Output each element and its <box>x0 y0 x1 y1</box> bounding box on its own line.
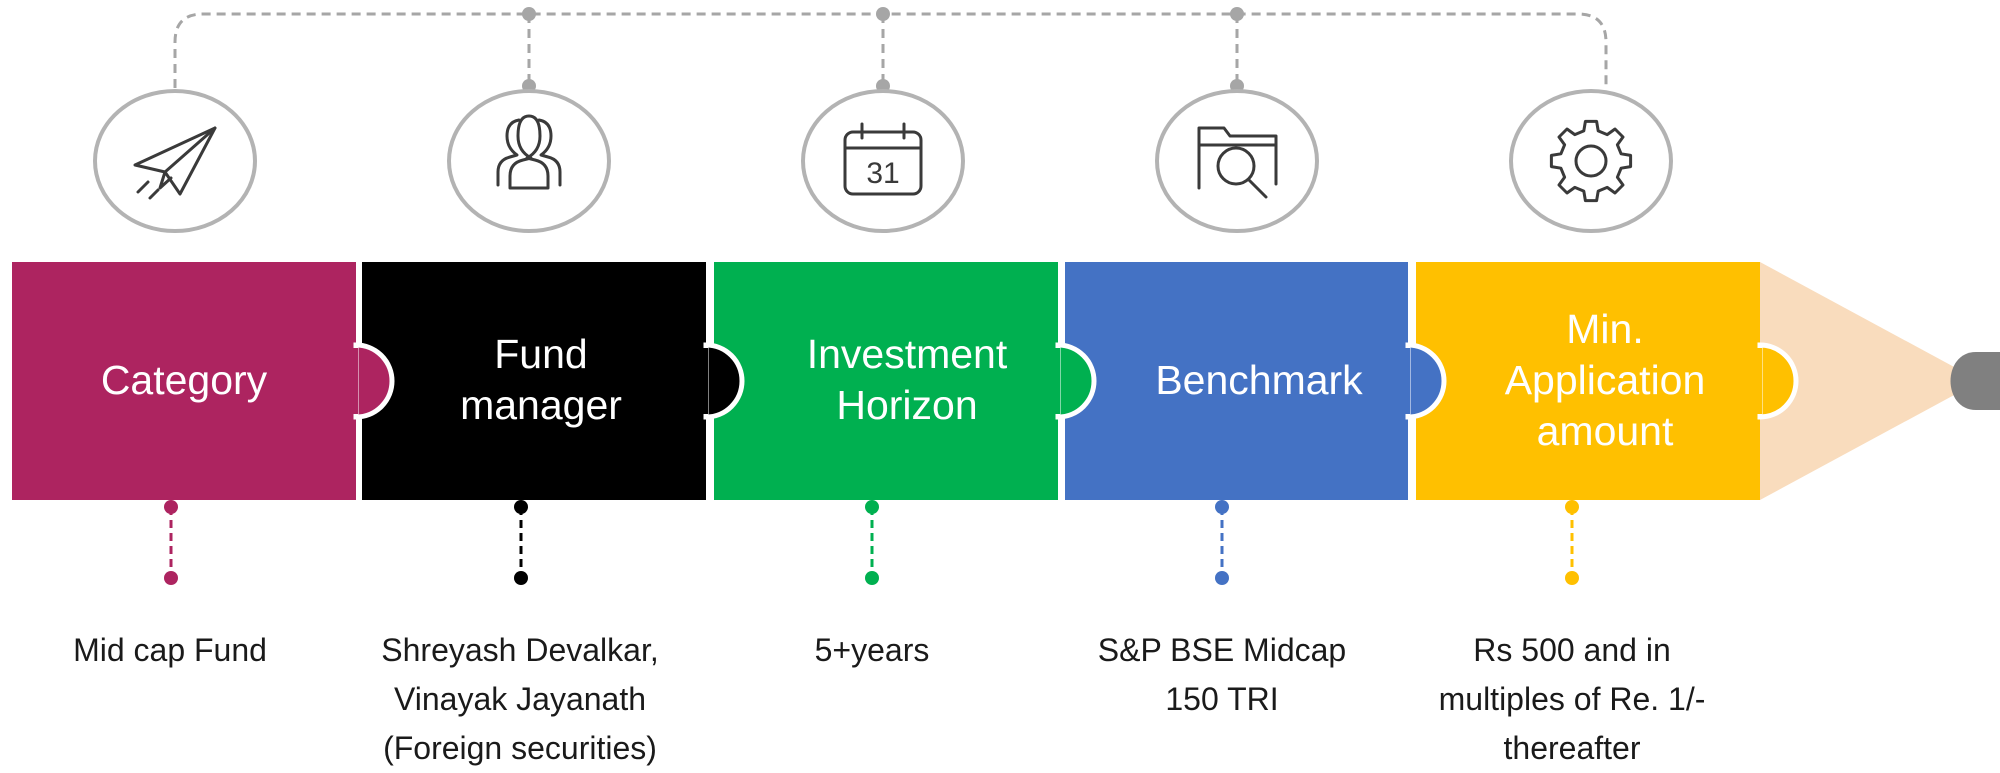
bottom-connector-top-dot-category <box>164 500 178 514</box>
calendar-day-number: 31 <box>866 157 899 190</box>
icon-circle-fund-manager <box>449 91 609 231</box>
step-label-benchmark: Benchmark <box>1098 262 1420 498</box>
pencil-lead <box>1951 352 2000 410</box>
icon-circle-category <box>95 91 255 231</box>
bottom-connector-end-dot-min-application-amount <box>1565 571 1579 585</box>
step-detail-fund-manager: Shreyash Devalkar,Vinayak Jayanath(Forei… <box>340 626 700 773</box>
top-connector-node-1 <box>522 7 536 21</box>
icon-circle-min-application-amount <box>1511 91 1671 231</box>
bottom-connector-top-dot-min-application-amount <box>1565 500 1579 514</box>
bottom-connector-end-dot-category <box>164 571 178 585</box>
top-connector-node-2 <box>876 7 890 21</box>
bottom-connector-top-dot-benchmark <box>1215 500 1229 514</box>
bottom-connector-end-dot-investment-horizon <box>865 571 879 585</box>
bottom-connector-end-dot-fund-manager <box>514 571 528 585</box>
top-connector-line <box>175 14 1606 88</box>
step-label-category: Category <box>14 262 354 498</box>
bottom-connector-top-dot-investment-horizon <box>865 500 879 514</box>
bottom-connector-top-dot-fund-manager <box>514 500 528 514</box>
step-detail-investment-horizon: 5+years <box>722 626 1022 675</box>
bottom-connector-end-dot-benchmark <box>1215 571 1229 585</box>
top-connector-node-3 <box>1230 7 1244 21</box>
icon-circle-benchmark <box>1157 91 1317 231</box>
step-detail-category: Mid cap Fund <box>20 626 320 675</box>
